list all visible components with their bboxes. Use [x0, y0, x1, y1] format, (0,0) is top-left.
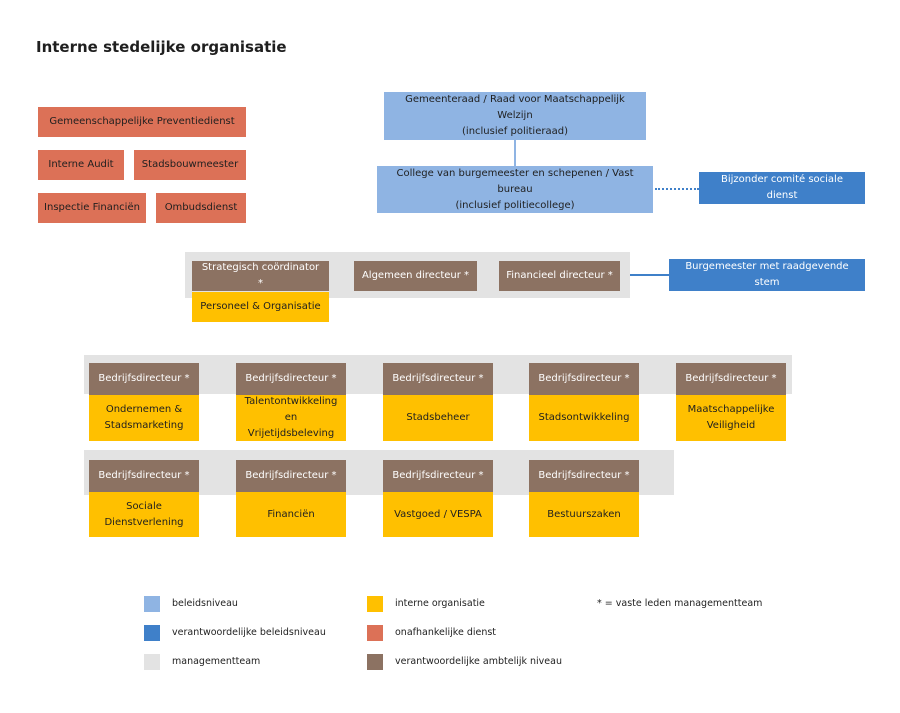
gemeenteraad-line2: (inclusief politieraad)	[462, 126, 568, 137]
box-inspectie-financien: Inspectie Financiën	[38, 193, 146, 223]
box-department: Financiën	[236, 492, 346, 537]
box-bijzonder-comite: Bijzonder comité sociale dienst	[699, 172, 865, 204]
label: Personeel & Organisatie	[200, 301, 321, 312]
label: Financieel directeur *	[506, 270, 613, 281]
box-bedrijfsdirecteur: Bedrijfsdirecteur *	[529, 363, 639, 395]
label: Bedrijfsdirecteur *	[392, 470, 484, 481]
box-financieel-directeur: Financieel directeur *	[499, 261, 620, 291]
label: Bedrijfsdirecteur *	[538, 470, 630, 481]
label: Bedrijfsdirecteur *	[98, 470, 190, 481]
box-bedrijfsdirecteur: Bedrijfsdirecteur *	[383, 363, 493, 395]
legend-swatch-managementteam	[144, 654, 160, 670]
department-line2: Veiligheid	[706, 420, 756, 431]
label: Interne Audit	[48, 159, 114, 170]
department-line1: Ondernemen &	[105, 404, 183, 415]
box-department: Ondernemen & Stadsmarketing	[89, 395, 199, 441]
legend-swatch-interne	[367, 596, 383, 612]
department-line1: Bestuurszaken	[547, 508, 621, 520]
legend-swatch-ambtelijk	[367, 654, 383, 670]
department-line1: Vastgoed / VESPA	[394, 508, 482, 520]
box-department: Bestuurszaken	[529, 492, 639, 537]
label: Bedrijfsdirecteur *	[98, 373, 190, 384]
department-line1: Stadsontwikkeling	[538, 412, 630, 423]
label: Burgemeester met raadgevende stem	[685, 261, 849, 288]
department-line2: Stadsmarketing	[104, 420, 184, 431]
box-college: College van burgemeester en schepenen / …	[377, 166, 653, 213]
legend-interne: interne organisatie	[395, 598, 485, 609]
college-line2: (inclusief politiecollege)	[455, 199, 575, 211]
box-department: Sociale Dienstverlening	[89, 492, 199, 537]
department-line1: Financiën	[267, 508, 315, 520]
label: Bedrijfsdirecteur *	[245, 373, 337, 384]
box-preventiedienst: Gemeenschappelijke Preventiedienst	[38, 107, 246, 137]
box-department: Stadsontwikkeling	[529, 395, 639, 441]
box-ombudsdienst: Ombudsdienst	[156, 193, 246, 223]
box-stadsbouwmeester: Stadsbouwmeester	[134, 150, 246, 180]
department-line2: Vrijetijdsbeleving	[247, 428, 335, 439]
connector-band-burgemeester	[630, 274, 670, 276]
department-line1: Talentontwikkeling en	[244, 396, 338, 423]
label: Inspectie Financiën	[44, 202, 140, 213]
box-bedrijfsdirecteur: Bedrijfsdirecteur *	[89, 363, 199, 395]
box-department: Stadsbeheer	[383, 395, 493, 441]
box-department: Talentontwikkeling en Vrijetijdsbeleving	[236, 395, 346, 441]
box-strategisch-coordinator: Strategisch coördinator *	[192, 261, 329, 291]
label: Algemeen directeur *	[361, 270, 470, 281]
legend-beleidsniveau: beleidsniveau	[172, 598, 238, 609]
department-line1: Sociale Dienstverlening	[104, 500, 184, 528]
college-line1: College van burgemeester en schepenen / …	[396, 167, 634, 195]
box-bedrijfsdirecteur: Bedrijfsdirecteur *	[236, 363, 346, 395]
legend-swatch-beleidsniveau	[144, 596, 160, 612]
box-bedrijfsdirecteur: Bedrijfsdirecteur *	[89, 460, 199, 492]
label: Stadsbouwmeester	[141, 159, 239, 170]
legend-onafhankelijk: onafhankelijke dienst	[395, 627, 497, 638]
department-line1: Maatschappelijke	[687, 404, 775, 415]
box-gemeenteraad: Gemeenteraad / Raad voor Maatschappelijk…	[384, 92, 646, 140]
label: Bijzonder comité sociale dienst	[721, 174, 843, 201]
box-bedrijfsdirecteur: Bedrijfsdirecteur *	[236, 460, 346, 492]
page-title: Interne stedelijke organisatie	[36, 38, 287, 56]
label: Bedrijfsdirecteur *	[685, 373, 777, 384]
legend-managementteam: managementteam	[172, 656, 261, 667]
label: Gemeenschappelijke Preventiedienst	[49, 116, 235, 127]
label: Bedrijfsdirecteur *	[245, 470, 337, 481]
box-bedrijfsdirecteur: Bedrijfsdirecteur *	[676, 363, 786, 395]
gemeenteraad-line1: Gemeenteraad / Raad voor Maatschappelijk…	[405, 94, 625, 121]
label: Bedrijfsdirecteur *	[538, 373, 630, 384]
label: Ombudsdienst	[164, 202, 238, 213]
box-bedrijfsdirecteur: Bedrijfsdirecteur *	[529, 460, 639, 492]
box-department: Vastgoed / VESPA	[383, 492, 493, 537]
department-line1: Stadsbeheer	[406, 412, 470, 423]
box-bedrijfsdirecteur: Bedrijfsdirecteur *	[383, 460, 493, 492]
legend-swatch-onafhankelijk	[367, 625, 383, 641]
box-burgemeester: Burgemeester met raadgevende stem	[669, 259, 865, 291]
connector-raad-college	[514, 140, 516, 166]
label: Bedrijfsdirecteur *	[392, 373, 484, 384]
legend-verantwoordelijk-beleid: verantwoordelijke beleidsniveau	[172, 627, 326, 638]
connector-college-comite	[655, 188, 699, 190]
box-personeel-organisatie: Personeel & Organisatie	[192, 292, 329, 322]
legend-note: * = vaste leden managementteam	[597, 598, 763, 609]
label: Strategisch coördinator *	[201, 262, 320, 289]
box-algemeen-directeur: Algemeen directeur *	[354, 261, 477, 291]
box-interne-audit: Interne Audit	[38, 150, 124, 180]
legend-ambtelijk: verantwoordelijke ambtelijk niveau	[395, 656, 562, 667]
legend-swatch-verantwoordelijk-beleid	[144, 625, 160, 641]
